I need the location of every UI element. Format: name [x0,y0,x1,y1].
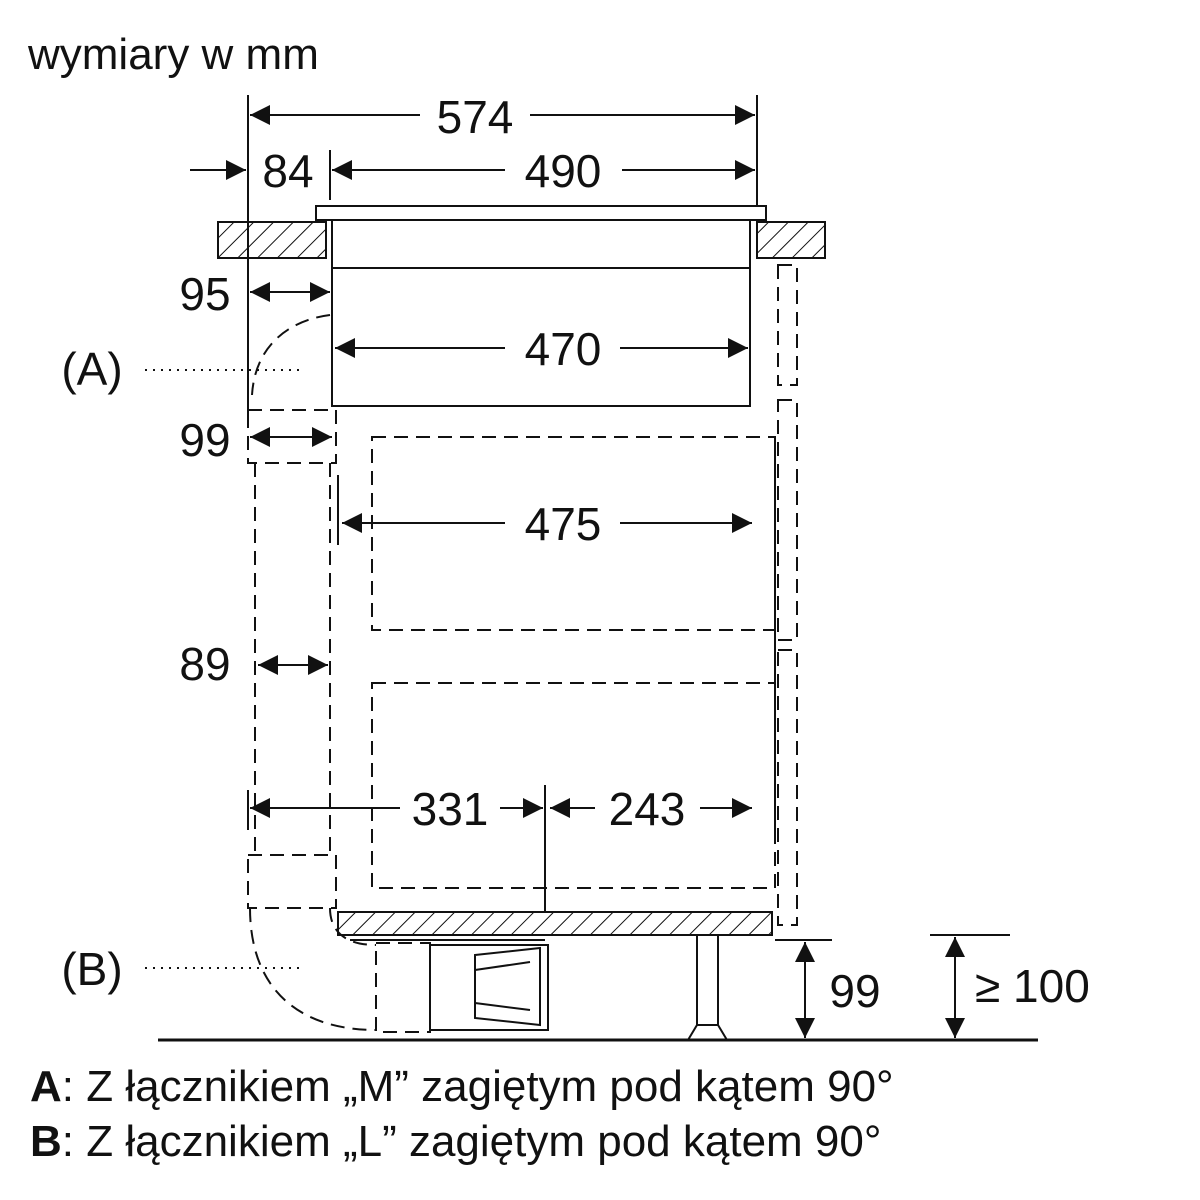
support-leg [696,934,719,1026]
dim-min-100: ≥ 100 [975,960,1090,1012]
dim-84: 84 [262,145,313,197]
dim-470: 470 [525,323,602,375]
dim-574: 574 [437,91,514,143]
diagram-title: wymiary w mm [28,30,319,79]
hob-lower-body [331,267,751,407]
legend-b-key: B [30,1117,62,1166]
countertop-left [217,221,327,259]
legend-b: B: Z łącznikiem „L” zagiętym pod kątem 9… [30,1120,881,1164]
countertop-right [756,221,826,259]
legend-b-text: : Z łącznikiem „L” zagiętym pod kątem 90… [61,1117,882,1166]
fan-unit [429,944,549,1031]
dim-475: 475 [525,498,602,550]
dim-99-bottom: 99 [829,965,880,1017]
dim-490: 490 [525,145,602,197]
dim-99-duct: 99 [179,414,230,466]
dim-89: 89 [179,638,230,690]
legend-a: A: Z łącznikiem „M” zagiętym pod kątem 9… [30,1065,894,1109]
dim-95: 95 [179,268,230,320]
dim-243: 243 [609,783,686,835]
hob-glass-plate [315,205,767,221]
legend-a-text: : Z łącznikiem „M” zagiętym pod kątem 90… [61,1062,894,1111]
duct-dashed [247,264,798,1033]
legend-a-key: A [30,1062,62,1111]
bottom-plate [337,911,773,936]
callout-a: (A) [61,343,122,395]
callout-b: (B) [61,943,122,995]
dim-331: 331 [412,783,489,835]
hob-upper-body [331,219,751,269]
